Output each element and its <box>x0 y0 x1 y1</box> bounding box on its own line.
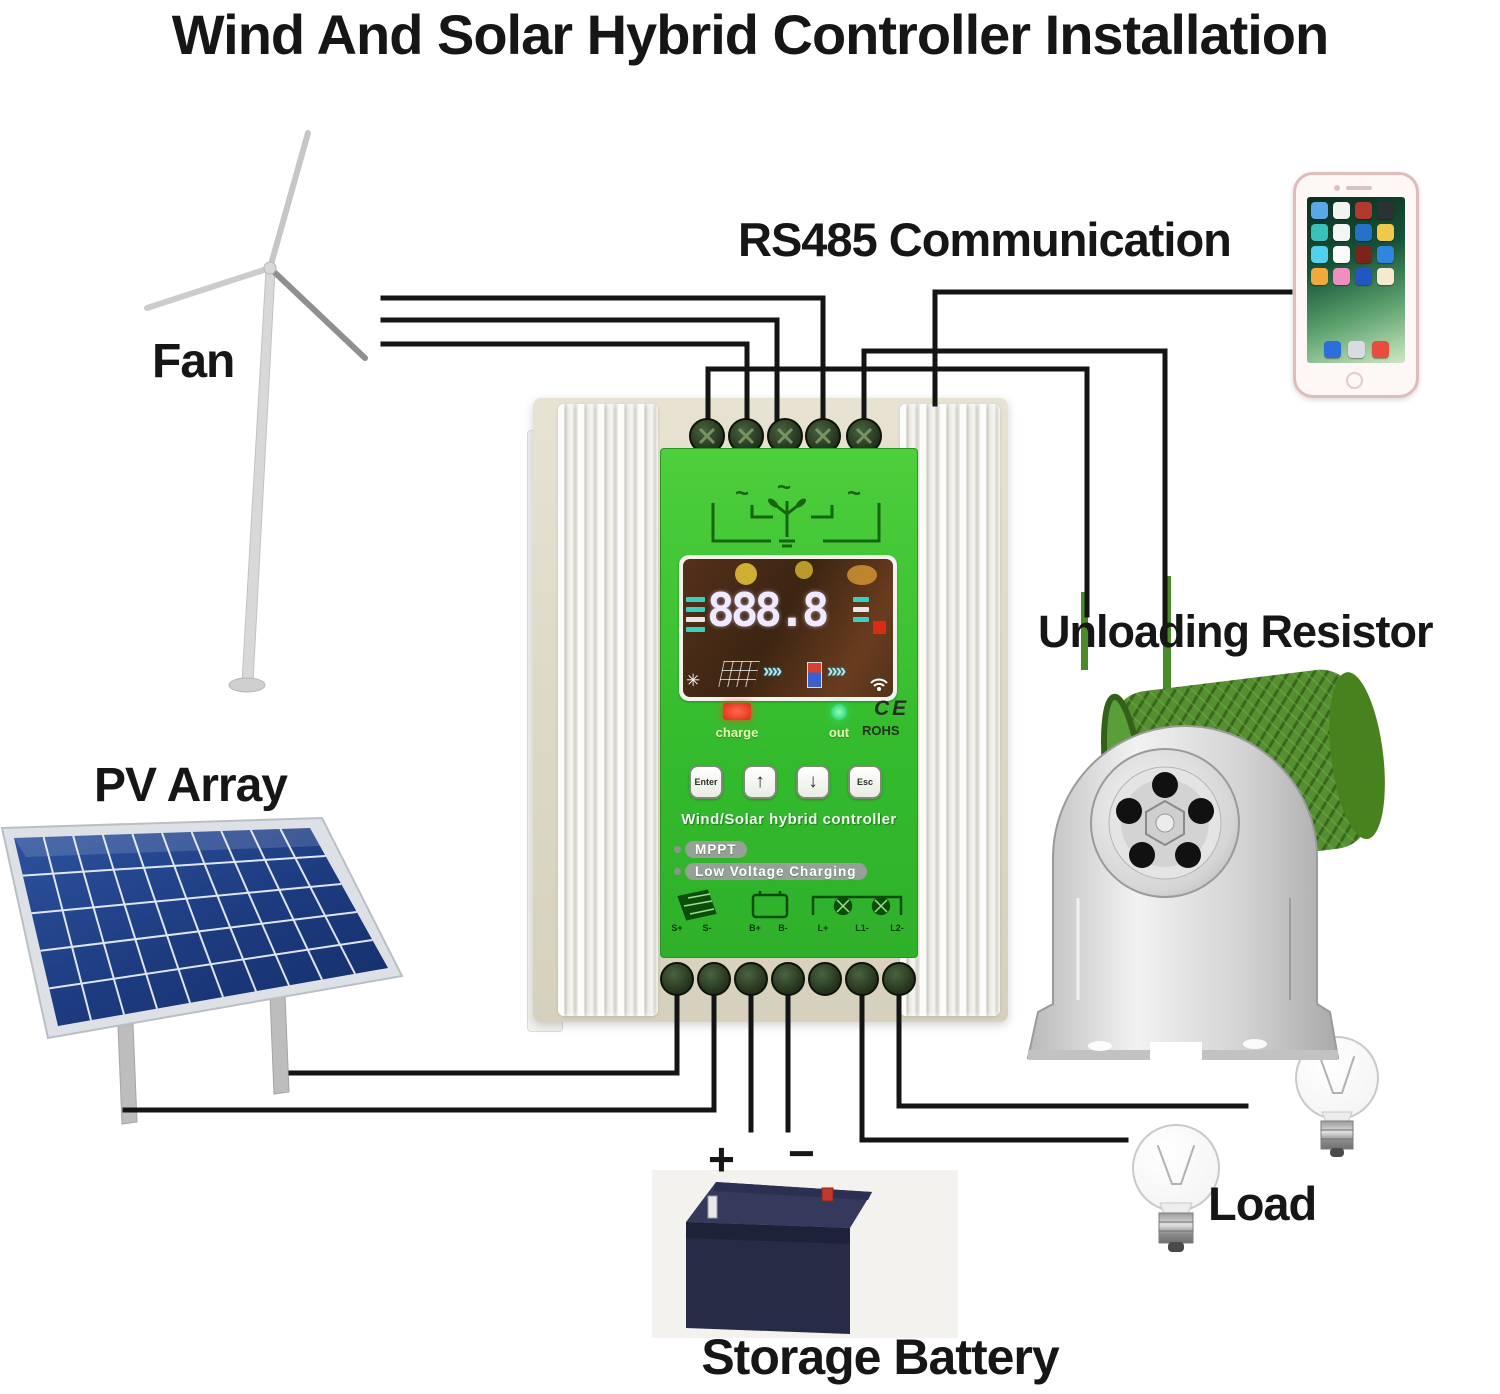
wires <box>122 289 1293 1143</box>
out-led-label: out <box>828 725 850 740</box>
terminal-label-l1-minus: L1- <box>855 923 869 933</box>
pv-array-label: PV Array <box>94 759 288 812</box>
lcd-display: 888.8 ✳ »» »» <box>679 555 897 701</box>
phone-app-icon <box>1311 224 1328 241</box>
controller-face-panel: ~ ~ ~ 888.8 ✳ »» »» <box>660 448 918 958</box>
battery-minus-sign: − <box>788 1127 815 1179</box>
battery-plus-sign: + <box>708 1133 735 1185</box>
phone-camera-dot <box>1334 185 1340 191</box>
phone-app-icon <box>1333 268 1350 285</box>
phone-screen <box>1307 197 1405 363</box>
charge-led <box>723 703 751 720</box>
phone-app-icon <box>1311 202 1328 219</box>
unloading-resistor <box>1026 576 1385 1060</box>
top-terminal-row <box>689 418 882 454</box>
wire-rs485 <box>932 289 1293 407</box>
down-button: ↓ <box>796 765 830 799</box>
phone-home-button <box>1346 372 1363 389</box>
storage-battery <box>652 1170 958 1338</box>
product-name: Wind/Solar hybrid controller <box>681 811 897 828</box>
phone-app-icon <box>1333 202 1350 219</box>
terminal-label-l-plus: L+ <box>817 923 829 933</box>
terminal-label-b-minus: B- <box>778 923 788 933</box>
charge-led-label: charge <box>715 725 759 740</box>
wiring-diagram-glyph: ~ ~ ~ <box>711 474 881 548</box>
lcd-readout: 888.8 <box>707 583 830 637</box>
svg-text:~: ~ <box>847 480 861 507</box>
svg-text:~: ~ <box>777 474 791 501</box>
lcd-status-square <box>873 621 886 634</box>
wire-pv-minus <box>122 975 717 1113</box>
sun-icon: ✳ <box>686 671 701 690</box>
smartphone <box>1293 172 1419 398</box>
phone-dock <box>1307 341 1405 358</box>
out-led <box>831 704 847 720</box>
rohs-certification-mark: ROHS <box>862 723 900 738</box>
phone-app-icon <box>1377 268 1394 285</box>
wire-turbine-1 <box>380 295 826 439</box>
phone-app-icon <box>1355 268 1372 285</box>
phone-app-icon <box>1333 224 1350 241</box>
phone-app-icon <box>1377 224 1394 241</box>
phone-app-icon <box>1371 341 1389 358</box>
phone-speaker <box>1346 186 1372 190</box>
phone-app-icon <box>1333 246 1350 263</box>
terminal-label-s-plus: S+ <box>671 923 683 933</box>
feature-bullet <box>674 846 681 853</box>
load-label: Load <box>1208 1177 1317 1230</box>
wire-load-1 <box>859 975 1129 1143</box>
lcd-screen: 888.8 ✳ »» »» <box>683 559 893 697</box>
up-button: ↑ <box>743 765 777 799</box>
flow-arrows-icon: »» <box>763 661 782 682</box>
wire-pv-plus <box>288 975 680 1076</box>
feature-mppt: MPPT <box>685 841 747 858</box>
phone-app-icon <box>1323 341 1341 358</box>
flow-arrows-icon: »» <box>827 661 846 682</box>
phone-app-icon <box>1311 268 1328 285</box>
feature-low-voltage-charging: Low Voltage Charging <box>685 863 867 880</box>
unloading-resistor-label: Unloading Resistor <box>1038 606 1434 657</box>
wind-turbine <box>144 130 368 693</box>
pv-array <box>0 816 404 1125</box>
fan-label: Fan <box>152 335 235 388</box>
phone-app-icon <box>1347 341 1365 358</box>
wire-load-2 <box>896 975 1249 1109</box>
terminal-icons <box>677 889 903 921</box>
phone-app-icon <box>1355 246 1372 263</box>
terminals <box>660 418 916 996</box>
wire-turbine-2 <box>380 317 780 439</box>
page-title: Wind And Solar Hybrid Controller Install… <box>171 3 1329 66</box>
phone-app-icon <box>1355 224 1372 241</box>
terminal-label-b-plus: B+ <box>749 923 761 933</box>
phone-app-icon <box>1377 202 1394 219</box>
terminal-label-s-minus: S- <box>702 923 712 933</box>
phone-app-icon <box>1377 246 1394 263</box>
bottom-terminal-row <box>660 962 916 996</box>
heatsink-left <box>558 404 658 1016</box>
esc-button: Esc <box>848 765 882 799</box>
storage-battery-label: Storage Battery <box>701 1329 1059 1385</box>
wifi-icon <box>870 678 888 691</box>
phone-app-grid <box>1311 202 1401 285</box>
wire-resistor-1 <box>705 366 1090 618</box>
phone-app-icon <box>1355 202 1372 219</box>
lcd-battery-icon <box>807 662 822 688</box>
rs485-label: RS485 Communication <box>738 213 1232 266</box>
feature-bullet <box>674 868 681 875</box>
enter-button: Enter <box>689 765 723 799</box>
phone-app-icon <box>1311 246 1328 263</box>
terminal-label-l2-minus: L2- <box>890 923 904 933</box>
lcd-pv-icon <box>718 661 760 687</box>
wire-turbine-3 <box>380 341 750 439</box>
wire-resistor-2 <box>861 348 1168 645</box>
ce-certification-mark: CE <box>874 697 910 720</box>
svg-text:~: ~ <box>735 480 749 507</box>
